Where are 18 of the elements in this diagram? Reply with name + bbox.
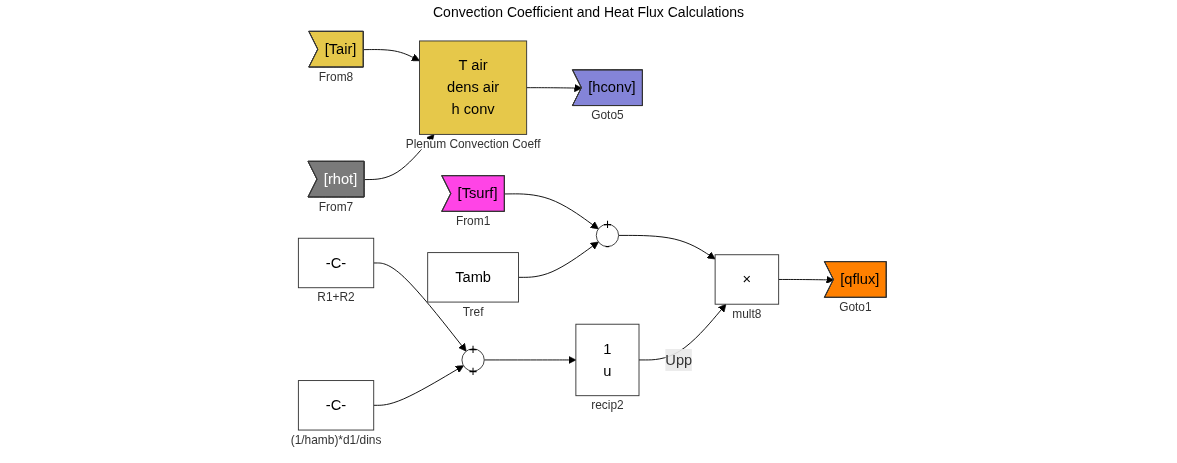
node-box: Tamb [427,252,519,303]
edge-label: Upp [665,351,693,368]
node-box: 1 u [575,323,640,397]
block-name: Goto5 [591,108,624,123]
node-box: × [714,254,780,305]
node-box: -C- [297,380,375,431]
block-name: recip2 [591,398,624,413]
node-box: -C- [297,237,375,289]
block-name: (1/hamb)*d1/dins [290,432,382,447]
block-name: From1 [455,214,491,229]
block-name: Tref [462,304,484,319]
node-box: T air dens air h conv [419,40,528,135]
block-name: From7 [318,199,354,214]
block-name: mult8 [732,306,762,321]
block-name: R1+R2 [317,290,355,305]
block-name: From8 [318,69,354,84]
diagram-title: Convection Coefficient and Heat Flux Calculations [432,3,745,22]
block-name: Goto1 [839,300,872,315]
